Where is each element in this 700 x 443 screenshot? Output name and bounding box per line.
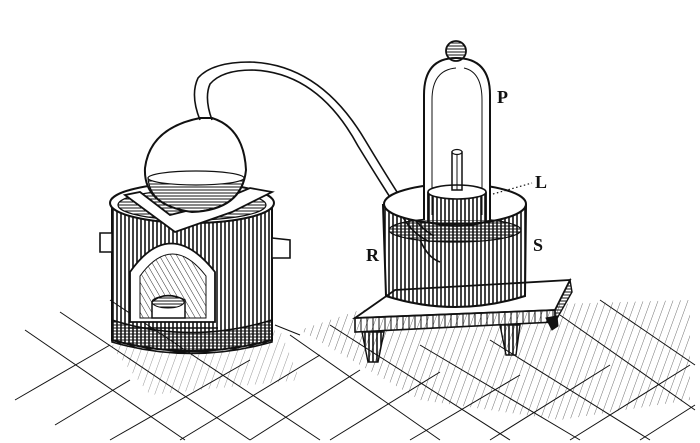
retort-flask (143, 61, 435, 243)
label-p: P (497, 87, 508, 107)
bell-jar (423, 40, 491, 227)
label-l-leader (492, 182, 533, 195)
label-s: S (533, 235, 543, 255)
label-l: L (535, 172, 547, 192)
label-r: R (366, 245, 380, 265)
